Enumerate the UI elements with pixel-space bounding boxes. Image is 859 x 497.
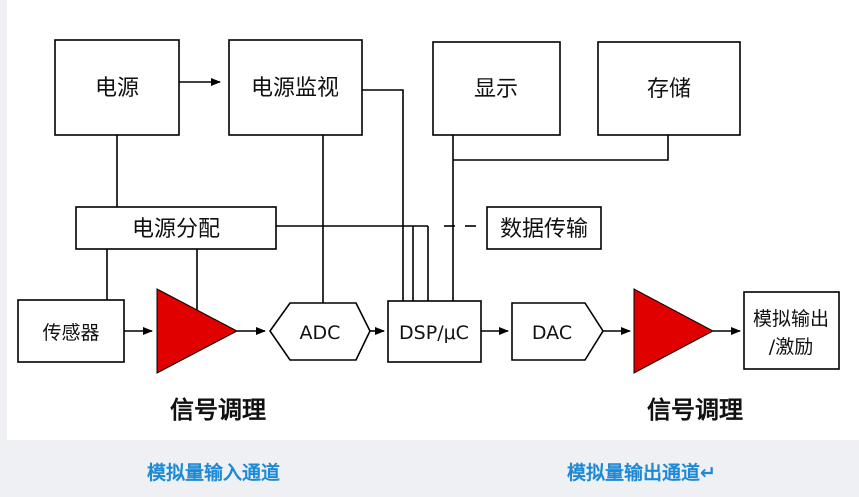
signal-conditioning-right-label: 信号调理 — [647, 396, 743, 424]
storage-to-dsp-link — [453, 135, 669, 161]
power-monitor-block: 电源监视 — [228, 39, 363, 136]
power-distribution-block: 电源分配 — [75, 206, 277, 250]
analog-output-block: 模拟输出 /激励 — [743, 291, 840, 370]
adc-block: ADC — [269, 302, 371, 361]
data-transfer-label: 数据传输 — [500, 217, 588, 242]
dac-block: DAC — [511, 302, 604, 361]
dsp-block: DSP/μC — [387, 300, 482, 363]
input-channel-caption: 模拟量输入通道 — [147, 462, 281, 484]
analog-output-label-line2: /激励 — [769, 336, 813, 358]
output-channel-caption: 模拟量输出通道↵ — [567, 462, 716, 484]
power-distribution-label: 电源分配 — [132, 217, 220, 242]
dac-label: DAC — [532, 322, 572, 344]
power-block: 电源 — [54, 39, 180, 136]
display-label: 显示 — [474, 77, 518, 102]
power-monitor-label: 电源监视 — [251, 76, 339, 101]
analog-output-label-line1: 模拟输出 — [753, 308, 829, 330]
data-transfer-block: 数据传输 — [486, 206, 602, 250]
sensor-block: 传感器 — [17, 299, 125, 363]
adc-label: ADC — [300, 322, 341, 344]
input-amplifier-triangle — [156, 288, 239, 374]
storage-label: 存储 — [647, 77, 691, 102]
output-amplifier-triangle — [633, 288, 715, 374]
display-block: 显示 — [432, 41, 561, 136]
storage-block: 存储 — [597, 41, 741, 136]
monitor-to-dsp-link — [362, 89, 404, 301]
signal-conditioning-left-label: 信号调理 — [170, 396, 266, 424]
power-label: 电源 — [95, 76, 139, 101]
sensor-label: 传感器 — [42, 322, 99, 344]
dsp-label: DSP/μC — [399, 322, 469, 344]
